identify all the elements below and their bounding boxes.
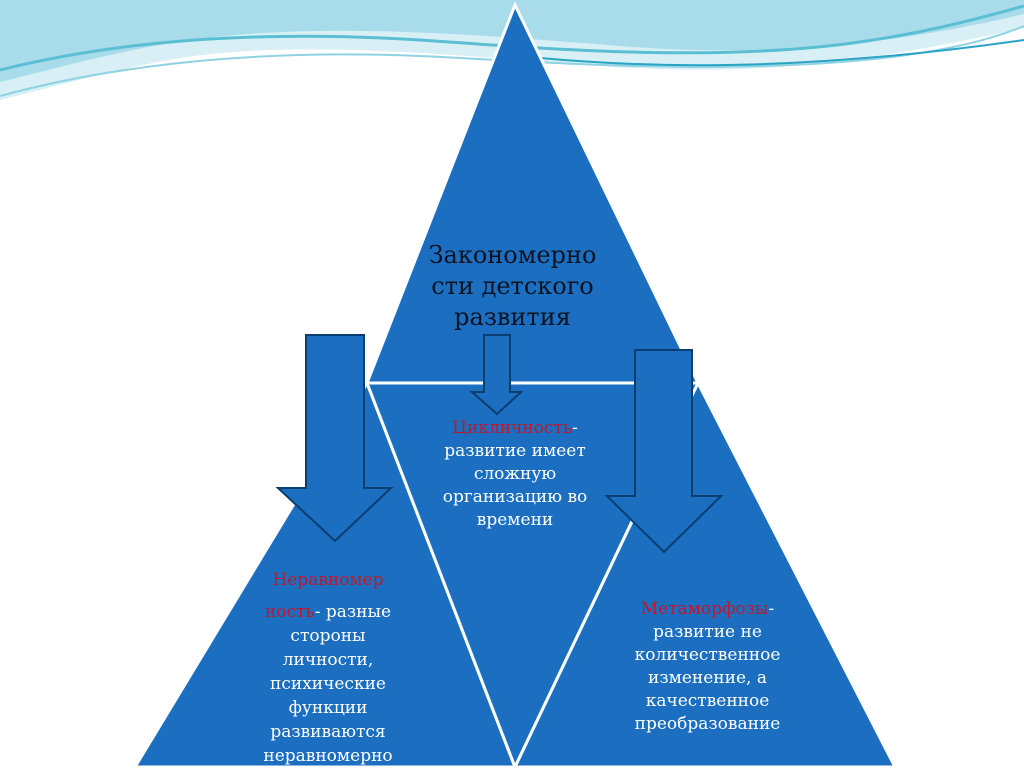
title-line-2: сти детского bbox=[431, 272, 594, 300]
arrow-left bbox=[275, 334, 394, 543]
metamorphoses-block: Метаморфозы- развитие не количественное … bbox=[600, 598, 815, 736]
cyclicity-block: Цикличность- развитие имеет сложную орга… bbox=[415, 417, 615, 532]
metamorphoses-dash: - bbox=[768, 599, 775, 619]
unevenness-line-6: неравномерно bbox=[263, 746, 393, 766]
unevenness-term-line-2: ность bbox=[264, 602, 315, 622]
unevenness-line-3: психические bbox=[270, 674, 386, 694]
cyclicity-term: Цикличность bbox=[452, 418, 573, 438]
title-line-3: развития bbox=[454, 303, 571, 331]
metamorphoses-line-1: развитие не bbox=[653, 622, 762, 642]
unevenness-line-1: стороны bbox=[290, 626, 366, 646]
arrow-right bbox=[604, 349, 724, 554]
cyclicity-line-4: времени bbox=[476, 510, 554, 530]
unevenness-line-4: функции bbox=[288, 698, 368, 718]
unevenness-term-line-1: Неравномер bbox=[272, 570, 384, 590]
cyclicity-line-2: сложную bbox=[473, 464, 557, 484]
diagram-title: Закономерно сти детского развития bbox=[405, 240, 620, 333]
unevenness-block: Неравномер ность- разные стороны личност… bbox=[238, 568, 418, 768]
cyclicity-dash: - bbox=[572, 418, 578, 438]
metamorphoses-line-3: изменение, а bbox=[648, 668, 767, 688]
pyramid-right bbox=[513, 379, 897, 767]
cyclicity-line-3: организацию во bbox=[442, 487, 588, 507]
cyclicity-line-1: развитие имеет bbox=[444, 441, 586, 461]
title-line-1: Закономерно bbox=[428, 241, 597, 269]
metamorphoses-line-5: преобразование bbox=[634, 714, 781, 734]
arrow-center bbox=[469, 334, 524, 416]
unevenness-line-2: личности, bbox=[282, 650, 374, 670]
metamorphoses-line-2: количественное bbox=[634, 645, 781, 665]
unevenness-suffix: - разные bbox=[314, 602, 392, 622]
unevenness-line-5: развиваются bbox=[270, 722, 386, 742]
metamorphoses-term: Метаморфозы bbox=[640, 599, 769, 619]
metamorphoses-line-4: качественное bbox=[645, 691, 770, 711]
